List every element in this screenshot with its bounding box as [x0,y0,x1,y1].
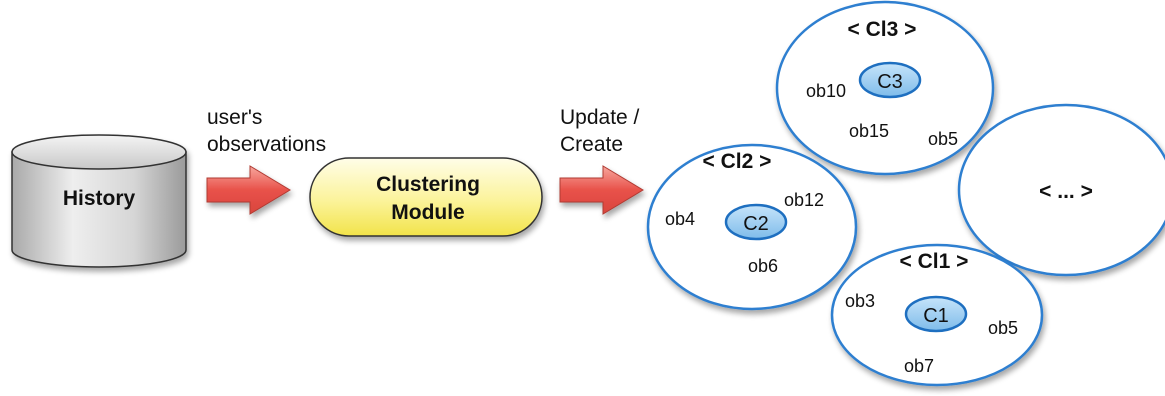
cluster-cl2-title: < Cl2 > [703,150,772,173]
cl2-obs-2: ob12 [784,190,824,210]
centroid-c1 [904,295,968,333]
cl2-obs-3: ob6 [748,256,778,276]
cluster-cl1-title: < Cl1 > [900,250,969,273]
arrow2-label-line1: Update / [560,106,640,129]
centroid-c2-label: C2 [743,213,769,235]
centroid-c3 [858,61,922,99]
cl3-obs-2: ob5 [928,129,958,149]
cl3-obs-1: ob10 [806,81,846,101]
cluster-more [957,103,1165,277]
centroid-c1-label: C1 [923,305,949,327]
arrow-to-clusters [559,165,644,215]
module-label-line1: Clustering [376,173,480,196]
cl3-obs-3: ob15 [849,121,889,141]
clustering-module-box [309,157,543,237]
cl2-obs-1: ob4 [665,209,695,229]
arrow-to-module [206,165,291,215]
arrow1-label-line2: observations [207,133,326,156]
cluster-cl3-title: < Cl3 > [848,18,917,41]
cl1-obs-3: ob7 [904,356,934,376]
cluster-more-title: < ... > [1039,180,1093,203]
centroid-c3-label: C3 [877,71,903,93]
history-label: History [63,187,136,210]
arrow2-label-line2: Create [560,133,623,156]
module-label-line2: Module [391,201,465,224]
cl1-obs-1: ob3 [845,291,875,311]
centroid-c2 [724,203,788,241]
arrow1-label-line1: user's [207,106,262,129]
history-database [11,134,187,268]
cl1-obs-2: ob5 [988,318,1018,338]
